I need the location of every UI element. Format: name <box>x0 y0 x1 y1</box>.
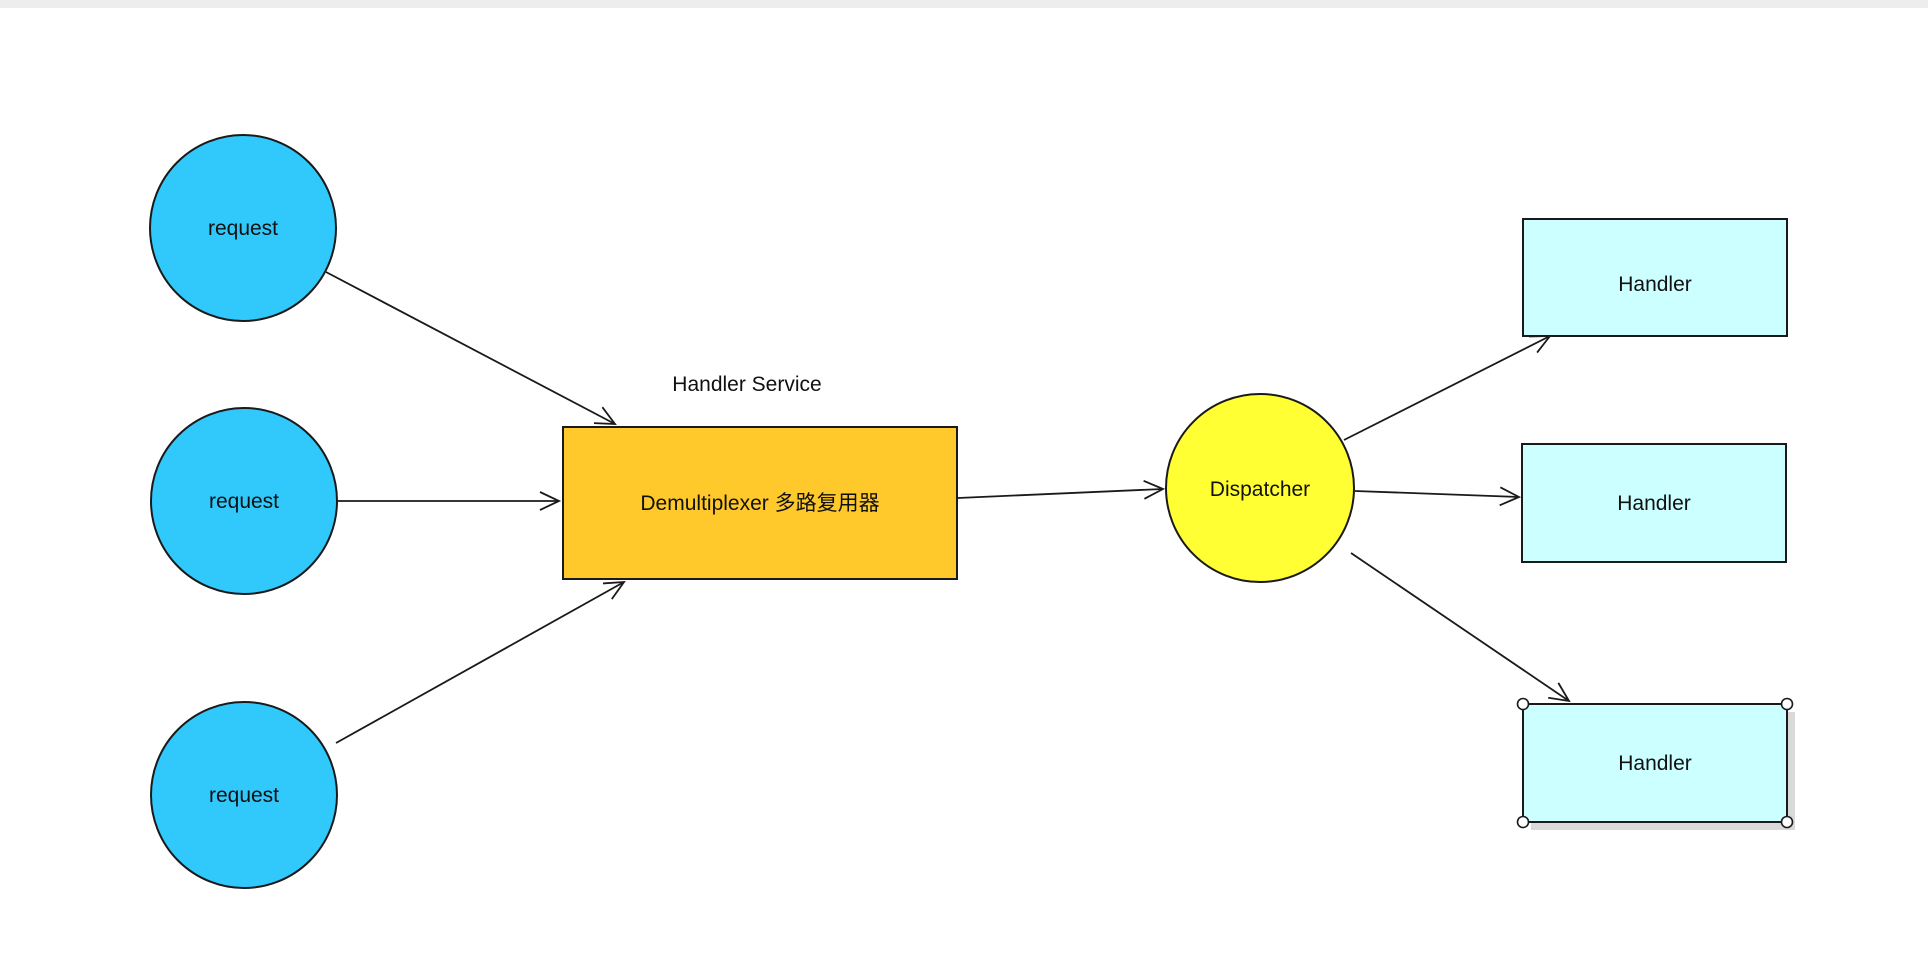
edge-dispatcher-to-handler1[interactable] <box>1343 335 1552 441</box>
dispatcher-node[interactable] <box>1165 393 1355 583</box>
demultiplexer-label: Demultiplexer 多路复用器 <box>640 492 879 515</box>
selection-handle-top-left[interactable] <box>1516 697 1530 711</box>
edge-dispatcher-to-handler3[interactable] <box>1350 552 1571 703</box>
window-top-bar <box>0 0 1928 8</box>
dispatcher-group: Dispatcher <box>1165 393 1355 583</box>
handler-node-1[interactable] <box>1522 218 1788 337</box>
request-nodes: request request request <box>149 134 338 889</box>
demultiplexer-group: Handler Service Demultiplexer 多路复用器 <box>562 373 958 580</box>
request-node-1[interactable] <box>149 134 337 322</box>
handler-nodes: Handler Handler Handler <box>1516 218 1795 830</box>
request-node-3-label: request <box>209 784 279 807</box>
selection-handle-top-right[interactable] <box>1780 697 1794 711</box>
selection-handle-bottom-left[interactable] <box>1516 815 1530 829</box>
demultiplexer-node[interactable] <box>562 426 958 580</box>
handler-node-1-label: Handler <box>1618 273 1692 296</box>
request-node-2[interactable] <box>150 407 338 595</box>
edge-request3-to-demultiplexer[interactable] <box>335 580 626 744</box>
handler-service-title: Handler Service <box>672 373 821 396</box>
edges <box>325 271 1571 744</box>
dispatcher-label: Dispatcher <box>1210 478 1310 501</box>
request-node-3[interactable] <box>150 701 338 889</box>
handler-node-2[interactable] <box>1521 443 1787 563</box>
selection-handle-bottom-right[interactable] <box>1780 815 1794 829</box>
edge-request1-to-demultiplexer[interactable] <box>325 271 617 425</box>
handler-node-2-label: Handler <box>1617 492 1691 515</box>
edge-demultiplexer-to-dispatcher[interactable] <box>957 480 1166 500</box>
handler-node-3-label: Handler <box>1618 752 1692 775</box>
request-node-1-label: request <box>208 217 278 240</box>
handler-node-3[interactable] <box>1522 703 1788 823</box>
edge-dispatcher-to-handler2[interactable] <box>1354 486 1522 507</box>
request-node-2-label: request <box>209 490 279 513</box>
